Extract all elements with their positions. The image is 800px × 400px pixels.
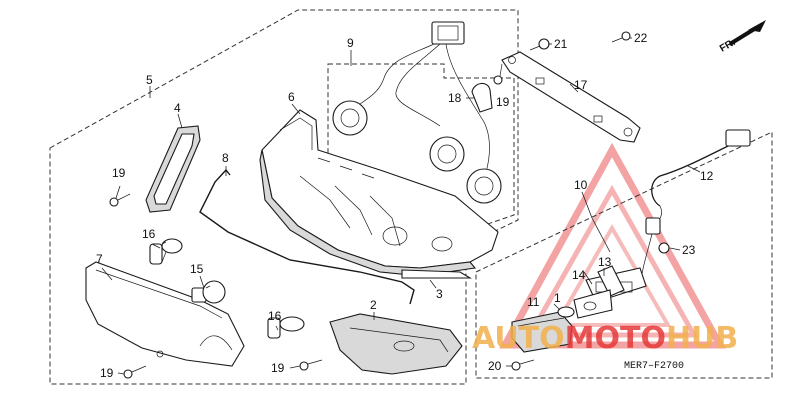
watermark-triangle-mid: [525, 184, 699, 338]
callout-1: 1: [554, 291, 561, 305]
bulb-16-lower-part: [267, 316, 305, 339]
callout-13: 13: [598, 255, 612, 269]
wire-harness-part: [332, 21, 502, 204]
license-light-lens-part-11: [511, 311, 573, 353]
watermark-text-auto: AUTO: [472, 321, 565, 356]
callout-5: 5: [146, 73, 153, 87]
group-box-tail-light-assembly: [49, 9, 519, 385]
callout-19-a: 19: [112, 166, 126, 180]
group-box-license-light: [475, 131, 773, 379]
callout-19-c: 19: [271, 361, 285, 375]
callout-3: 3: [436, 287, 443, 301]
bulb-15-part: [191, 280, 226, 304]
callout-15: 15: [190, 262, 204, 276]
wire-rod-part: [199, 168, 415, 305]
grommet-23-part: [658, 242, 670, 254]
side-lens-part: [145, 125, 201, 213]
screw-19-c-part: [299, 359, 323, 371]
front-direction-arrow: FR.: [718, 20, 766, 55]
callout-10: 10: [574, 178, 588, 192]
callout-17: 17: [574, 78, 588, 92]
watermark-text: AUTOMOTOHUB: [472, 321, 738, 356]
callout-7: 7: [96, 252, 103, 266]
callout-6: 6: [288, 90, 295, 104]
screw-20-part: [511, 359, 535, 371]
seal-strip-part: [401, 269, 472, 279]
bracket-stay-part: [501, 51, 641, 143]
callout-9: 9: [347, 36, 354, 50]
callout-19-b: 19: [100, 366, 114, 380]
watermark-text-hub: HUB: [666, 321, 738, 356]
harness-clamp-part: [471, 82, 493, 113]
callout-labels: 5 4 6 9 8 19 16 15 7 16 19 19 2 3 18 19 …: [96, 31, 714, 380]
callout-14: 14: [572, 268, 586, 282]
license-light-reflector-part-13: [597, 265, 625, 297]
screw-22-part: [611, 31, 631, 43]
callout-16-b: 16: [268, 309, 282, 323]
callout-19-d: 19: [496, 95, 510, 109]
svg-text:AUTOMOTOHUB: AUTOMOTOHUB: [472, 321, 738, 356]
callout-21: 21: [554, 37, 568, 51]
lower-cover-part: [85, 261, 245, 367]
callout-2: 2: [370, 298, 377, 312]
leader-lines: [101, 37, 701, 375]
callout-16-a: 16: [142, 227, 156, 241]
gasket-part-1: [557, 306, 575, 318]
rear-lens-part: [329, 313, 463, 375]
screw-21-part: [529, 38, 550, 51]
license-light-socket-part-14: [573, 289, 613, 319]
callout-18: 18: [448, 91, 462, 105]
screw-19-b-part: [123, 365, 147, 379]
screw-19-a-part: [109, 193, 131, 207]
callout-20: 20: [488, 359, 502, 373]
bulb-16-upper-part: [149, 238, 183, 265]
screw-19-d-part: [493, 63, 503, 85]
callout-12: 12: [700, 169, 714, 183]
tail-light-housing-part: [259, 109, 499, 277]
callout-11: 11: [527, 295, 540, 309]
callout-23: 23: [682, 243, 696, 257]
watermark-text-moto: MOTO: [565, 321, 666, 356]
callout-4: 4: [174, 101, 181, 115]
callout-22: 22: [634, 31, 648, 45]
license-light-wire-part: [641, 129, 751, 275]
callout-8: 8: [222, 151, 229, 165]
diagram-code: MER7–F2700: [624, 361, 684, 372]
